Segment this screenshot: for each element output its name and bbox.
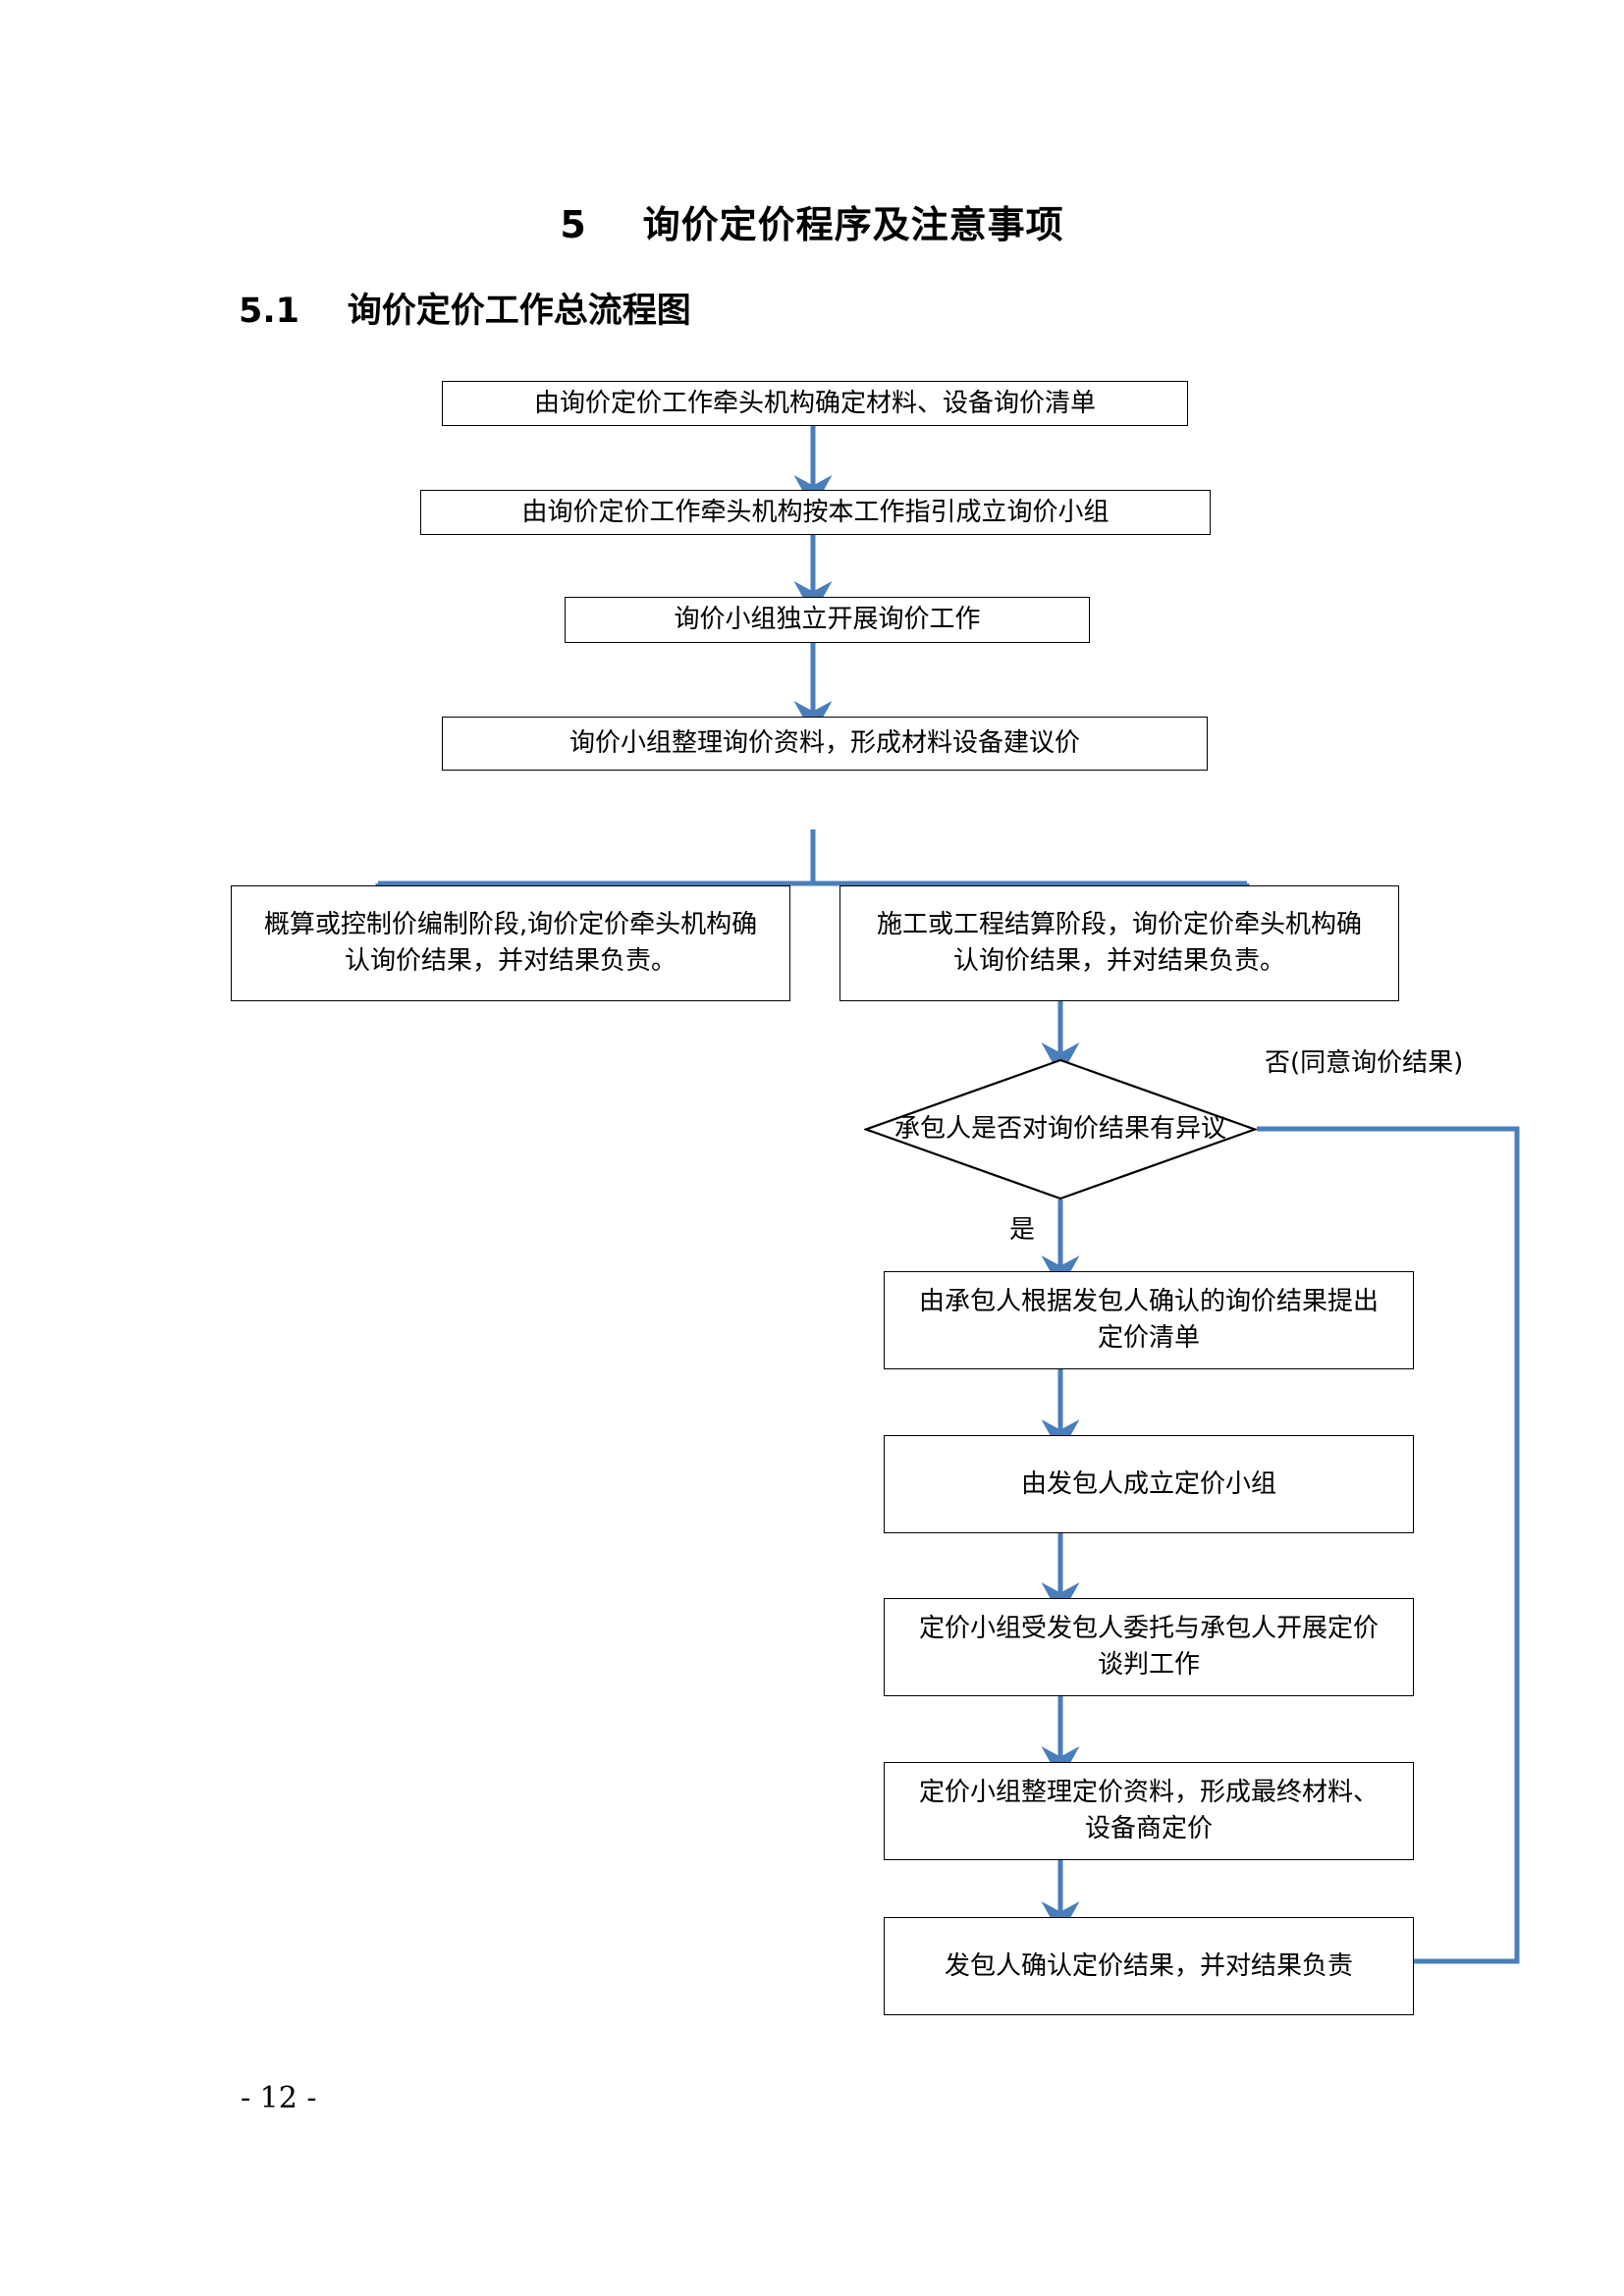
flow-node-3: 询价小组独立开展询价工作: [565, 597, 1090, 643]
flow-node-7: 由发包人成立定价小组: [884, 1435, 1414, 1533]
page-number: - 12 -: [241, 2081, 317, 2115]
edge-label-yes: 是: [1009, 1215, 1036, 1245]
flow-node-8: 定价小组受发包人委托与承包人开展定价谈判工作: [884, 1598, 1414, 1696]
flow-node-10: 发包人确认定价结果，并对结果负责: [884, 1917, 1414, 2015]
flow-node-1-label: 由询价定价工作牵头机构确定材料、设备询价清单: [533, 388, 1096, 418]
flow-node-6: 由承包人根据发包人确认的询价结果提出定价清单: [884, 1271, 1414, 1369]
flow-node-9-label: 定价小组整理定价资料，形成最终材料、设备商定价: [918, 1778, 1379, 1843]
flow-node-8-label: 定价小组受发包人委托与承包人开展定价谈判工作: [918, 1614, 1379, 1680]
flow-node-7-label: 由发包人成立定价小组: [1020, 1468, 1276, 1499]
flow-node-5-left: 概算或控制价编制阶段,询价定价牵头机构确认询价结果，并对结果负责。: [231, 885, 790, 1001]
flow-node-6-label: 由承包人根据发包人确认的询价结果提出定价清单: [918, 1287, 1379, 1353]
flow-node-2: 由询价定价工作牵头机构按本工作指引成立询价小组: [420, 490, 1211, 535]
flow-decision-diamond: 承包人是否对询价结果有异议: [864, 1058, 1257, 1201]
flow-node-5-right: 施工或工程结算阶段，询价定价牵头机构确认询价结果，并对结果负责。: [839, 885, 1399, 1001]
flow-node-5-right-label: 施工或工程结算阶段，询价定价牵头机构确认询价结果，并对结果负责。: [876, 910, 1362, 976]
flow-node-3-label: 询价小组独立开展询价工作: [674, 605, 981, 635]
edge-label-no: 否(同意询价结果): [1265, 1048, 1464, 1078]
flow-node-2-label: 由询价定价工作牵头机构按本工作指引成立询价小组: [521, 497, 1110, 527]
flow-node-1: 由询价定价工作牵头机构确定材料、设备询价清单: [442, 381, 1188, 426]
page-title: 5 询价定价程序及注意事项: [560, 203, 1064, 246]
flow-node-5-left-label: 概算或控制价编制阶段,询价定价牵头机构确认询价结果，并对结果负责。: [263, 910, 758, 976]
section-subtitle: 5.1 询价定价工作总流程图: [239, 292, 691, 331]
flow-node-4: 询价小组整理询价资料，形成材料设备建议价: [442, 717, 1208, 771]
flow-node-4-label: 询价小组整理询价资料，形成材料设备建议价: [568, 728, 1080, 759]
flow-node-10-label: 发包人确认定价结果，并对结果负责: [944, 1950, 1353, 1981]
flow-node-9: 定价小组整理定价资料，形成最终材料、设备商定价: [884, 1762, 1414, 1860]
